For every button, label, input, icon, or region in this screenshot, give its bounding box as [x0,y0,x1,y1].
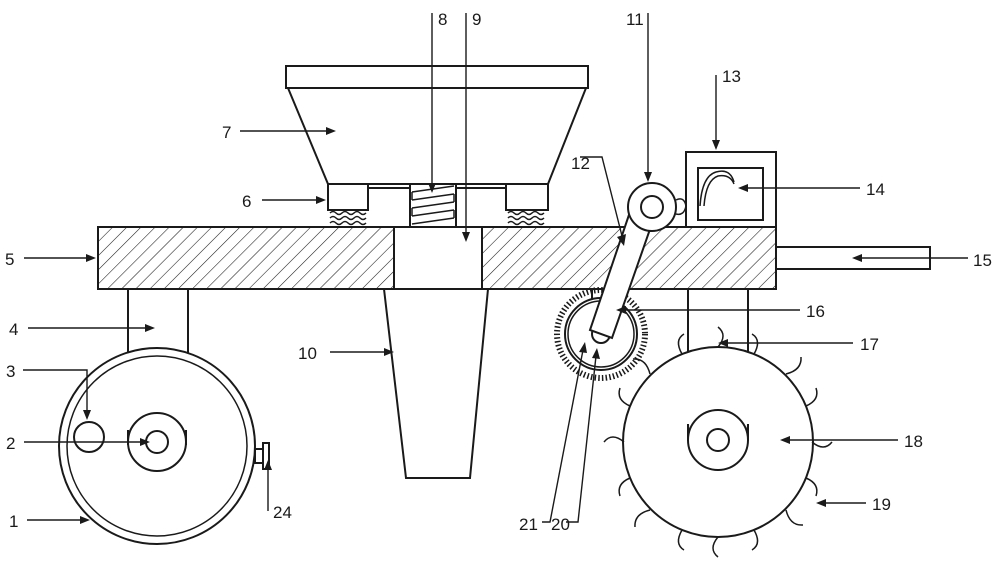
controller-housing [685,151,777,228]
label-15: 15 [973,251,992,270]
label-19: 19 [872,495,891,514]
label-17: 17 [860,335,879,354]
label-24: 24 [273,503,292,522]
label-14: 14 [866,180,885,199]
auger-spring [409,183,457,229]
label-5: 5 [5,250,14,269]
label-16: 16 [806,302,825,321]
label-18: 18 [904,432,923,451]
label-13: 13 [722,67,741,86]
seed-tube [382,288,490,479]
label-2: 2 [6,434,15,453]
label-3: 3 [6,362,15,381]
frame [97,226,777,290]
label-11: 11 [626,10,644,29]
label-20: 20 [551,515,570,534]
label-7: 7 [222,123,231,142]
label-1: 1 [9,512,18,531]
front-wheel [58,347,256,545]
label-10: 10 [298,344,317,363]
hopper [285,65,589,185]
leaders [23,13,968,524]
rear-wheel [603,326,833,558]
label-21: 21 [519,515,538,534]
label-6: 6 [242,192,251,211]
part-labels: 1 2 3 4 5 6 7 8 9 10 11 12 13 14 15 16 1… [5,10,992,534]
label-4: 4 [9,320,18,339]
label-12: 12 [571,154,590,173]
label-8: 8 [438,10,447,29]
crank-wheel [627,182,687,232]
label-9: 9 [472,10,481,29]
